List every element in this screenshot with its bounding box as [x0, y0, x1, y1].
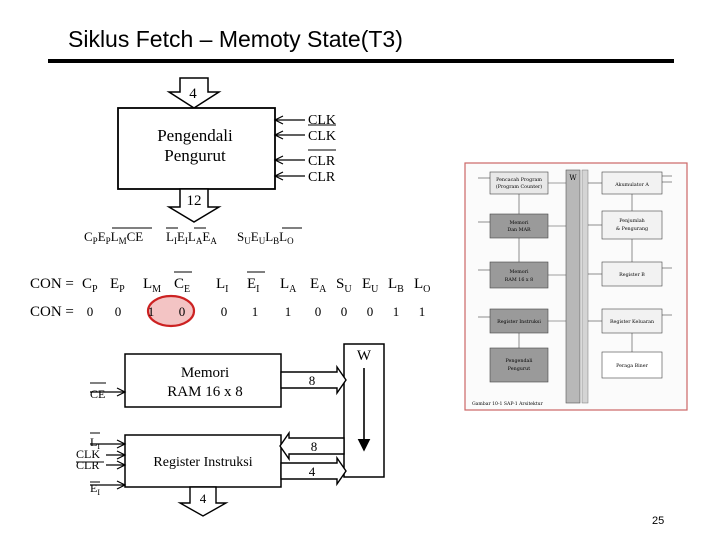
controller-bottom-bus-width: 12	[187, 193, 202, 209]
svg-text:Pengurut: Pengurut	[508, 366, 530, 372]
con-value-3: 0	[179, 304, 186, 319]
con-prefix-1: CON =	[30, 276, 74, 292]
memory-label-line2: RAM 16 x 8	[167, 384, 242, 400]
ir-bus-out-width: 4	[309, 464, 316, 479]
controller-block	[117, 107, 276, 190]
svg-text:Pengendali: Pengendali	[506, 358, 533, 364]
con-value-4: 0	[221, 304, 228, 319]
title-rule	[48, 59, 674, 63]
svg-text:Register Instruksi: Register Instruksi	[497, 319, 541, 325]
page-number: 25	[652, 515, 665, 527]
sap1-architecture-thumbnail: W Pencacah Program (Program Counter) Mem…	[464, 162, 688, 411]
con-signal-lb: LB	[388, 276, 404, 295]
controller-top-bus-arrow	[166, 77, 222, 109]
svg-text:Memori: Memori	[509, 269, 528, 275]
ir-bottom-bus-arrow	[177, 486, 229, 517]
svg-text:LIEILAEA: LIEILAEA	[166, 229, 217, 246]
sig-cp: C	[84, 229, 93, 244]
control-word-values: 0 0 1 0 0 1 1 0 0 0 1 1	[87, 304, 426, 319]
bus-to-ir-arrow	[279, 430, 345, 462]
ir-bus-in-width: 8	[311, 439, 318, 454]
highlight-ellipse	[146, 294, 196, 328]
ir-input-clk: CLK	[76, 447, 100, 461]
con-prefix-2: CON =	[30, 304, 74, 320]
svg-text:Peraga Biner: Peraga Biner	[616, 363, 648, 369]
con-value-0: 0	[87, 304, 94, 319]
memory-ce-input	[90, 382, 127, 397]
con-signal-ep: EP	[110, 276, 125, 295]
controller-input-clr-1: CLR	[308, 154, 336, 169]
con-value-9: 0	[367, 304, 374, 319]
svg-text:Pencacah Program: Pencacah Program	[496, 177, 542, 183]
con-signal-cp: CP	[82, 276, 98, 295]
svg-text:SUEULBLO: SUEULBLO	[237, 229, 294, 246]
w-bus-label: W	[357, 348, 372, 364]
ir-input-l: LI	[90, 435, 100, 451]
slide-title: Siklus Fetch – Memoty State(T3)	[68, 26, 403, 52]
con-value-7: 0	[315, 304, 322, 319]
memory-label-line1: Memori	[181, 365, 229, 381]
con-value-8: 0	[341, 304, 348, 319]
controller-top-bus-width: 4	[189, 86, 197, 102]
control-signal-names: CP EP LM CE LI EI LA EA SU EU LB LO	[82, 271, 430, 295]
controller-input-clk-2: CLK	[308, 129, 336, 144]
control-signals-row: CPEPLMCE LIEILAEA SUEULBLO	[84, 227, 302, 246]
svg-text:Dan MAR: Dan MAR	[507, 227, 531, 233]
controller-input-clk-1: CLK	[308, 113, 336, 128]
svg-text:(Program Counter): (Program Counter)	[496, 183, 542, 190]
con-signal-lm: LM	[143, 276, 161, 295]
memory-bus-width: 8	[309, 373, 316, 388]
controller-inputs	[273, 115, 336, 181]
con-signal-la: LA	[280, 276, 297, 295]
con-signal-li: LI	[216, 276, 229, 295]
con-value-6: 1	[285, 304, 292, 319]
memory-block	[124, 353, 282, 408]
svg-text:Register B: Register B	[619, 272, 645, 278]
svg-text:RAM 16 x 8: RAM 16 x 8	[505, 277, 533, 283]
memory-to-bus-arrow	[280, 364, 347, 396]
instruction-register-label: Register Instruksi	[153, 455, 252, 470]
instruction-register-block	[124, 434, 282, 488]
controller-input-clr-2: CLR	[308, 170, 336, 185]
svg-text:& Pengurang: & Pengurang	[616, 226, 648, 232]
con-value-10: 1	[393, 304, 400, 319]
ir-inputs	[76, 432, 127, 490]
ir-input-clr: CLR	[76, 458, 99, 472]
svg-text:Penjumlah: Penjumlah	[619, 218, 645, 224]
ir-bottom-bus-width: 4	[200, 491, 207, 506]
con-value-5: 1	[252, 304, 259, 319]
svg-text:Memori: Memori	[509, 220, 528, 226]
con-signal-ea: EA	[310, 276, 327, 295]
con-signal-su: SU	[336, 276, 352, 295]
con-signal-eu: EU	[362, 276, 379, 295]
svg-text:Akumulator A: Akumulator A	[614, 182, 649, 188]
ir-input-e: EI	[90, 481, 100, 497]
memory-ce-label: CE	[90, 387, 105, 401]
ir-to-bus-arrow	[280, 455, 347, 487]
controller-label-line1: Pengendali	[157, 126, 233, 145]
con-signal-ei: EI	[247, 276, 260, 295]
svg-text:Register Keluaran: Register Keluaran	[610, 319, 654, 325]
con-value-2: 1	[148, 304, 155, 319]
mini-caption: Gambar 10-1 SAP-1 Arsitektur	[472, 401, 544, 407]
svg-text:W: W	[569, 174, 577, 182]
svg-text:CPEPLMCE: CPEPLMCE	[84, 229, 143, 246]
con-value-1: 0	[115, 304, 122, 319]
con-signal-ce: CE	[174, 276, 190, 295]
con-signal-lo: LO	[414, 276, 430, 295]
controller-label-line2: Pengurut	[164, 146, 226, 165]
controller-bottom-bus-arrow	[166, 188, 222, 223]
con-value-11: 1	[419, 304, 426, 319]
